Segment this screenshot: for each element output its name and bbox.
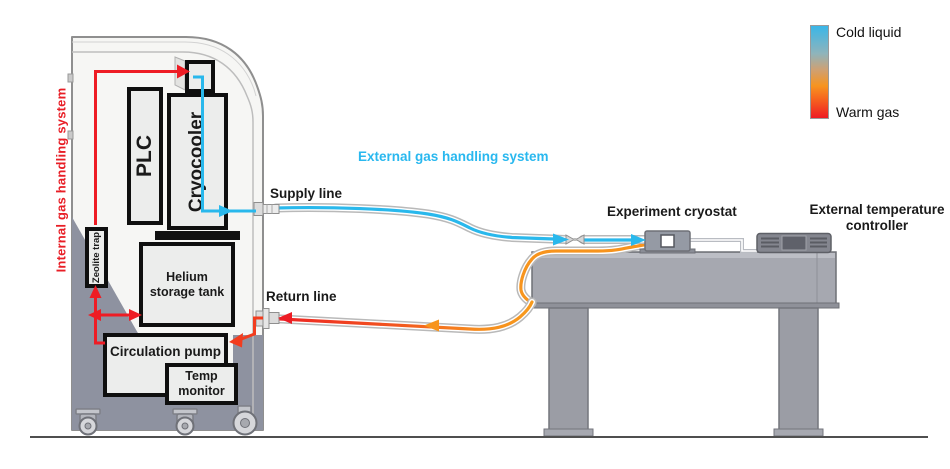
- temp-monitor-box: Temp monitor: [165, 363, 238, 405]
- helium-tank-box: Helium storage tank: [139, 242, 235, 327]
- internal-system-label: Internal gas handling system: [53, 87, 69, 273]
- caster-wheel-right: [232, 405, 258, 436]
- cold-head-box: [185, 60, 215, 93]
- controller-vents-left: [761, 237, 779, 248]
- controller-screen: [781, 235, 807, 251]
- helium-tank-label: Helium storage tank: [149, 269, 225, 299]
- supply-arrow-1: [553, 233, 569, 246]
- plc-label: PLC: [133, 135, 156, 177]
- cryocooler-label: Cryocooler: [186, 111, 208, 212]
- caster-wheel-middle: [172, 408, 198, 436]
- table-foot-right: [773, 428, 824, 437]
- supply-arrow-2: [631, 234, 646, 246]
- table-top-highlight: [533, 253, 835, 258]
- cryostat-window: [660, 234, 675, 248]
- table-slab: [531, 251, 837, 306]
- zeolite-trap-box: Zeolite trap: [85, 227, 108, 288]
- zeolite-trap-label: Zeolite trap: [91, 231, 103, 284]
- table-foot-left: [543, 428, 594, 437]
- return-arrow-end: [278, 312, 292, 324]
- cryostat-device: [639, 230, 696, 254]
- hinge-nub: [67, 130, 74, 140]
- controller-vents-right: [810, 237, 827, 248]
- legend-cold-label: Cold liquid: [836, 24, 902, 40]
- temp-monitor-label: Temp monitor: [178, 369, 225, 398]
- supply-tube: [271, 203, 571, 244]
- cold-head-slot: [174, 56, 186, 91]
- return-connector: [255, 308, 280, 329]
- return-line-label: Return line: [266, 289, 337, 304]
- supply-line-label: Supply line: [270, 186, 343, 201]
- return-arrow-mid: [424, 319, 439, 332]
- supply-connector: [253, 202, 280, 216]
- legend-gradient-bar: [810, 25, 829, 119]
- cryocooler-box: Cryocooler: [167, 93, 228, 230]
- cryocooler-pedestal: [155, 231, 240, 240]
- controller-device: [756, 232, 832, 254]
- hinge-nub: [67, 73, 74, 83]
- plc-box: PLC: [127, 87, 163, 225]
- return-tube: [257, 297, 537, 334]
- sensor-wire: [690, 238, 757, 253]
- experiment-cryostat-label: Experiment cryostat: [607, 204, 737, 219]
- external-temp-controller-label: External temperature controller: [809, 202, 945, 234]
- return-tube-table-section: [516, 239, 654, 308]
- experiment-table: [526, 251, 840, 437]
- caster-wheel-left: [75, 408, 101, 436]
- table-leg-left: [548, 307, 589, 431]
- legend-warm-label: Warm gas: [836, 104, 900, 120]
- table-leg-right: [778, 307, 819, 431]
- external-system-label: External gas handling system: [358, 149, 549, 164]
- circulation-pump-label: Circulation pump: [110, 344, 221, 359]
